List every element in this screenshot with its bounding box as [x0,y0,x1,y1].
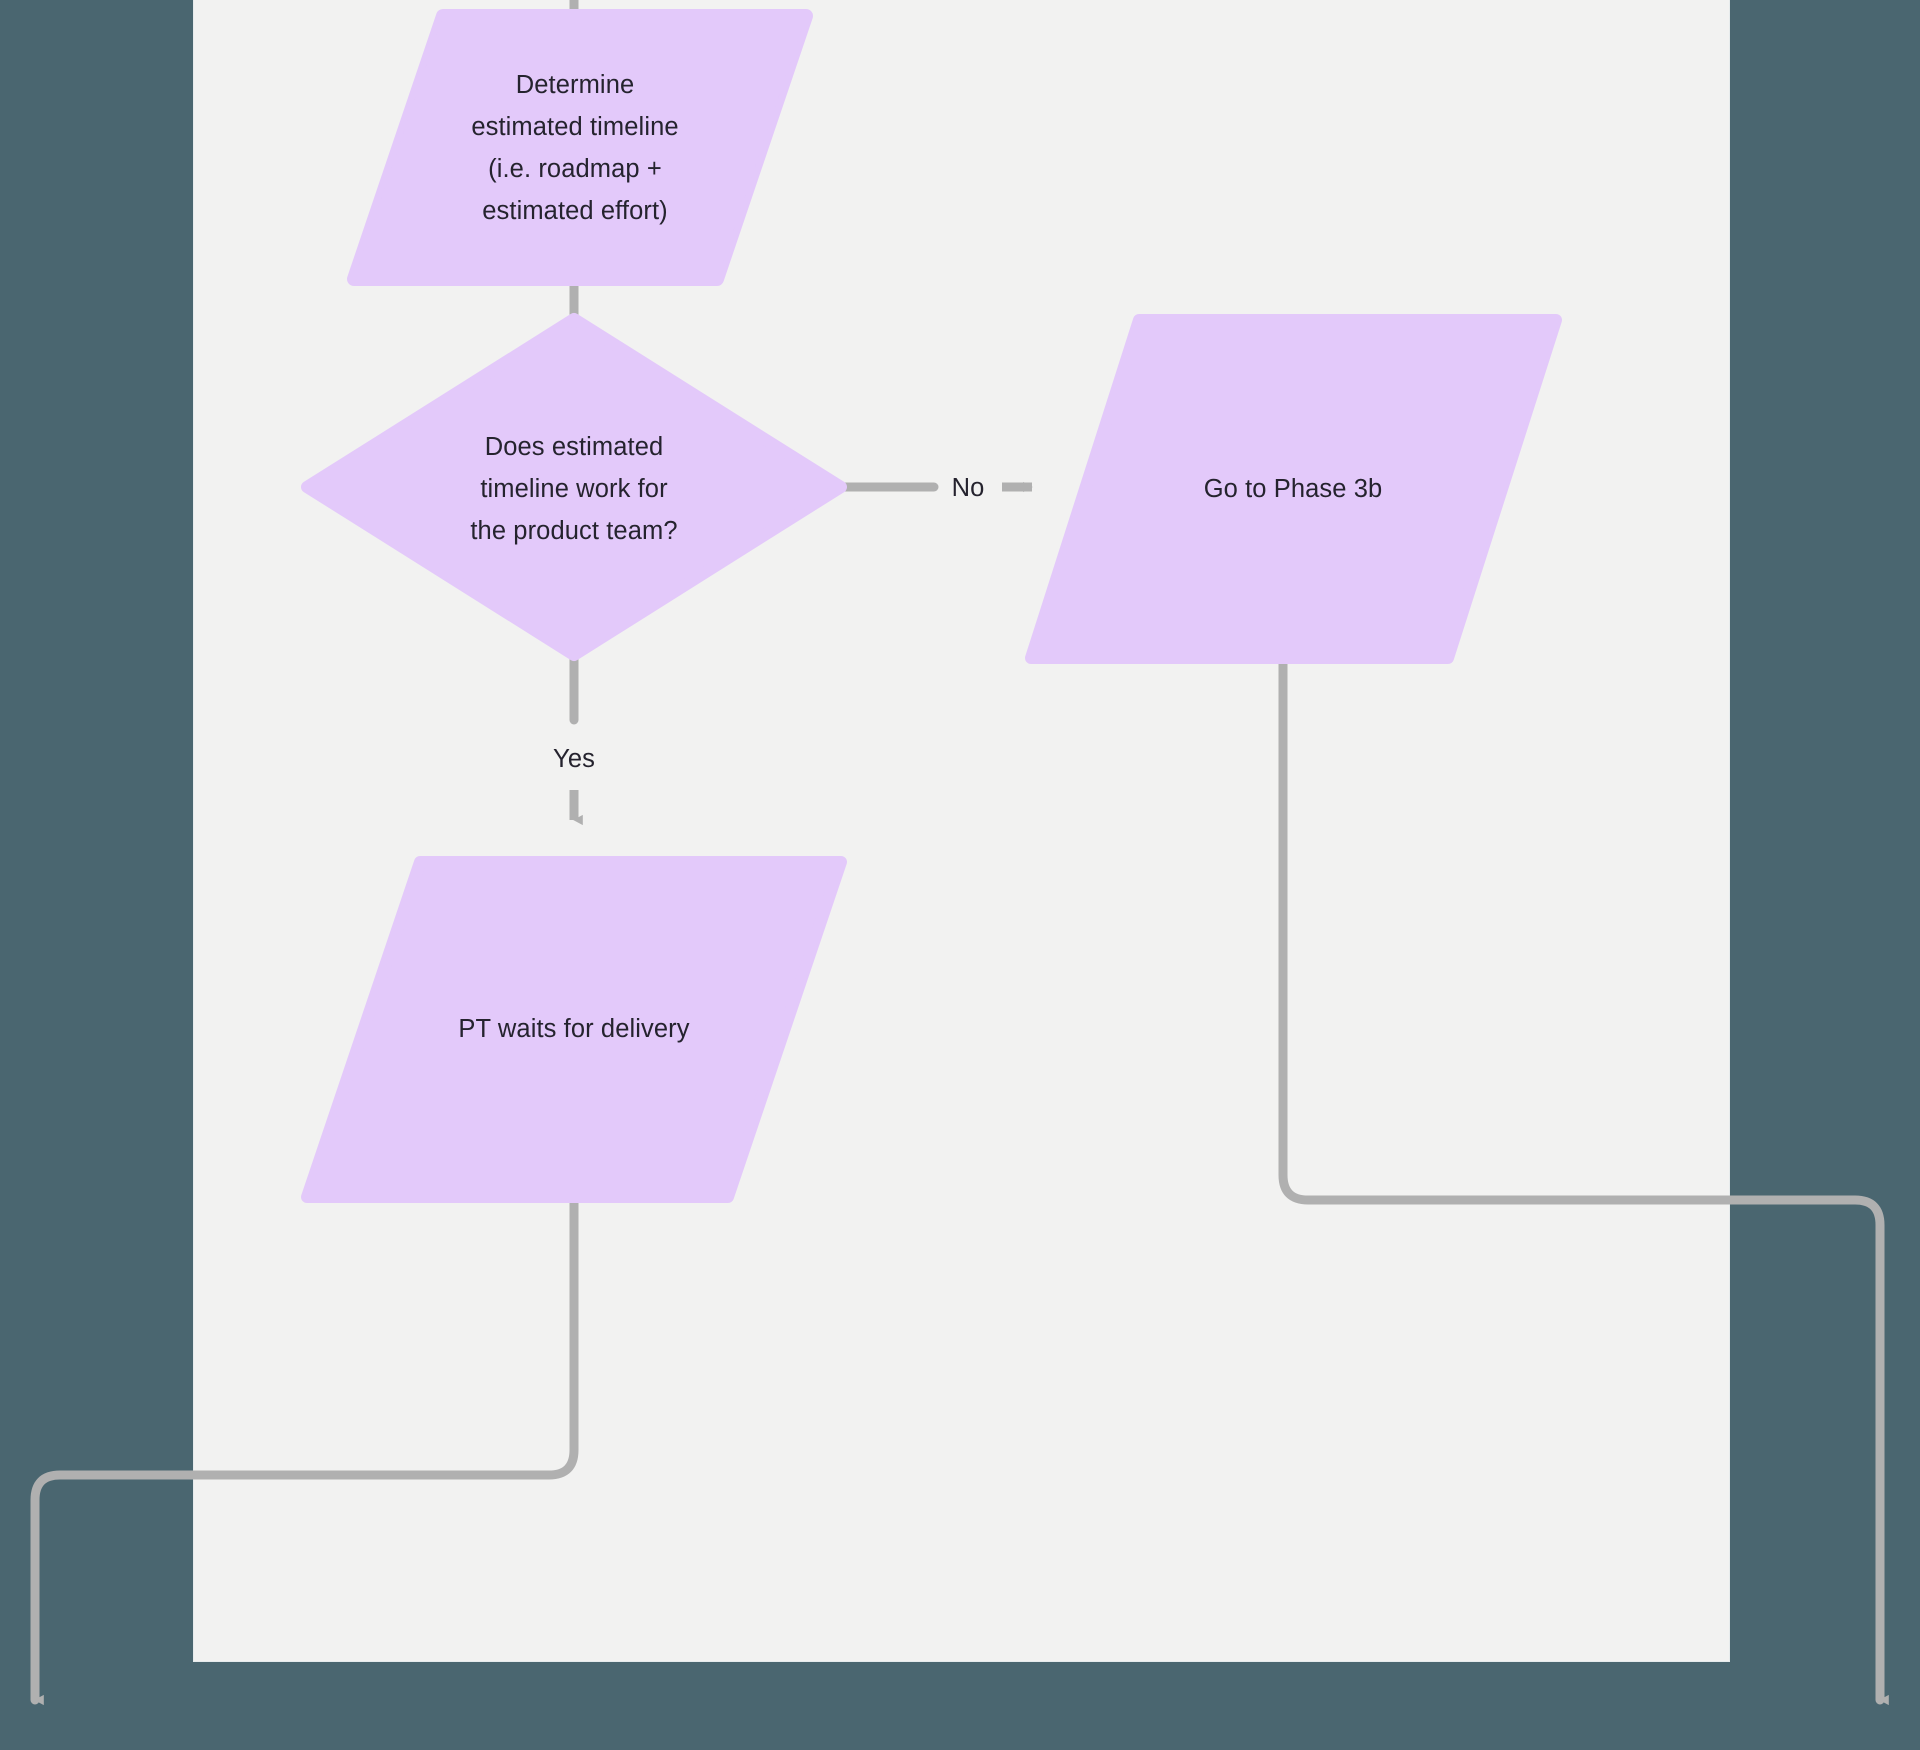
node-shape-timeline-decision[interactable] [301,313,847,661]
node-shape-go-to-phase-3b[interactable] [1025,314,1562,664]
node-shape-determine-timeline[interactable] [347,9,813,286]
edge-label-yes: Yes [553,745,595,773]
edge-phase3b-out [1278,653,1889,1706]
node-shape-pt-waits-for-delivery[interactable] [301,856,847,1203]
edge-ptwaits-out [30,1192,579,1706]
edge-label-no: No [951,474,985,502]
